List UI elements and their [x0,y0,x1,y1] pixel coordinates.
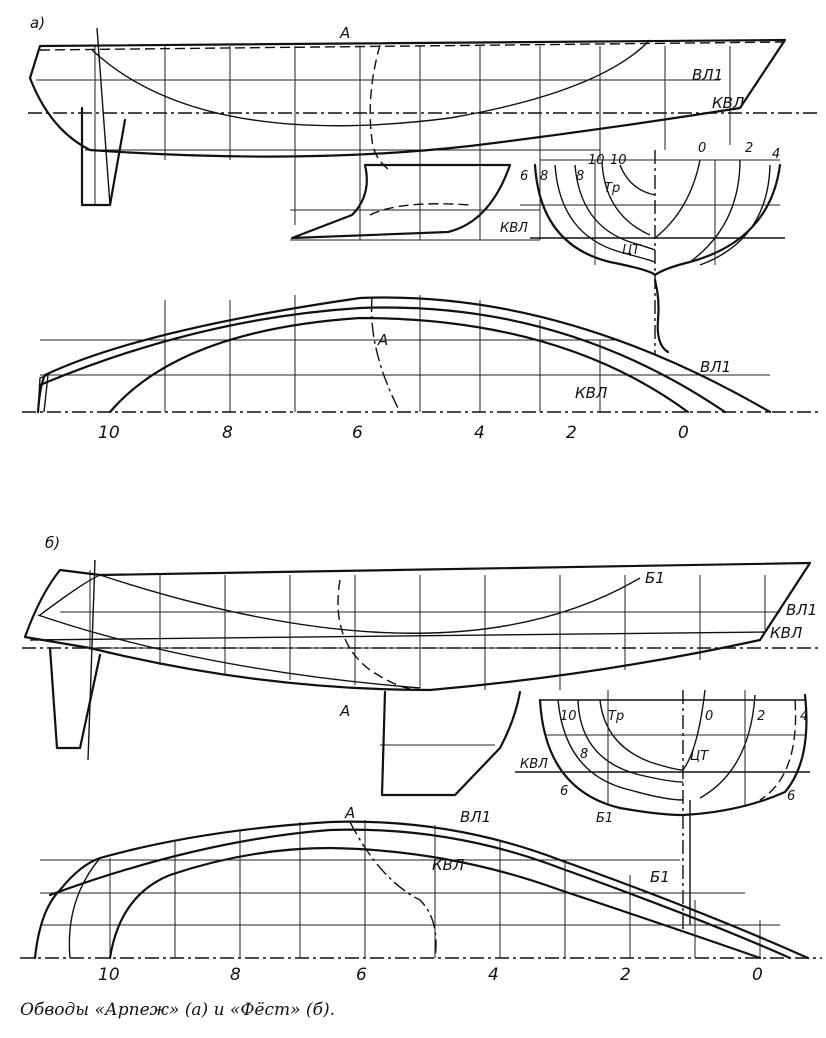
figure-b-label-b1-top: Б1 [645,569,665,587]
figure-a-label-vl1-top: ВЛ1 [692,66,723,84]
figure-a: а) [22,14,820,443]
figure-a-station-0: 0 [678,423,689,443]
figure-a-section-6: 6 [520,169,528,184]
figure-a-section-tr: Тр [604,181,620,196]
figure-b-section-b1: Б1 [596,811,613,826]
figure-b-plan [20,820,822,960]
figure-b-section-6a: 6 [560,784,568,799]
figure-a-label-kvl-top: КВЛ [712,94,744,112]
figure-a-station-4: 4 [474,423,485,443]
figure-a-label-vl1-bottom: ВЛ1 [700,358,731,376]
figure-a-section-10b: 10 [610,153,627,168]
figure-a-section-8b: 8 [576,169,584,184]
figure-a-body-plan [520,150,785,355]
figure-a-station-8: 8 [222,423,233,443]
figure-b-tag: б) [45,534,60,552]
figure-a-plan [22,295,820,414]
figure-b-station-4: 4 [488,965,499,985]
figure-b-station-8: 8 [230,965,241,985]
figure-b-label-a-bottom: А [344,804,355,822]
figure-b-section-2: 2 [757,709,765,724]
figure-a-section-ct: ЦТ [622,243,641,258]
figure-b-station-0: 0 [752,965,763,985]
figure-b-section-ct: ЦТ [690,749,709,764]
figure-b-section-tr: Тр [608,709,624,724]
figure-a-section-kvl: КВЛ [500,221,528,236]
figure-b-profile [23,559,812,797]
figure-caption: Обводы «Арпеж» (а) и «Фёст» (б). [20,1000,335,1020]
figure-a-station-10: 10 [98,423,120,443]
figure-a-label-kvl-bottom: КВЛ [575,384,607,402]
figure-b-station-6: 6 [356,965,367,985]
figure-b-section-kvl: КВЛ [520,757,548,772]
figure-a-label-a-top: А [339,24,350,42]
figure-a-section-0: 0 [698,141,706,156]
figure-b-label-vl1-top: ВЛ1 [786,601,817,619]
figure-b: б) [20,534,822,985]
figure-b-body-plan [515,689,810,930]
figure-a-station-2: 2 [566,423,577,443]
figure-b-station-10: 10 [98,965,120,985]
figure-b-label-kvl-top: КВЛ [770,624,802,642]
figure-b-label-kvl-bottom: КВЛ [432,856,464,874]
figure-b-section-4: 4 [800,709,808,724]
figure-a-profile-grid [28,46,820,241]
figure-b-section-6b: 6 [787,789,795,804]
figure-b-label-vl1-bottom: ВЛ1 [460,808,491,826]
figure-a-section-10a: 10 [588,153,605,168]
figure-b-section-0: 0 [705,709,713,724]
figure-a-section-4: 4 [772,147,780,162]
figure-a-section-8a: 8 [540,169,548,184]
figure-b-section-8: 8 [580,747,588,762]
figure-a-station-6: 6 [352,423,363,443]
figure-b-label-a-top: А [339,702,350,720]
figure-b-label-b1-bottom: Б1 [650,868,670,886]
figure-a-label-a-bottom: А [377,331,388,349]
figure-b-station-2: 2 [620,965,631,985]
figure-b-section-10: 10 [560,709,577,724]
figure-a-tag: а) [30,14,45,32]
figure-a-section-2: 2 [745,141,753,156]
figure-a-profile [28,27,787,240]
